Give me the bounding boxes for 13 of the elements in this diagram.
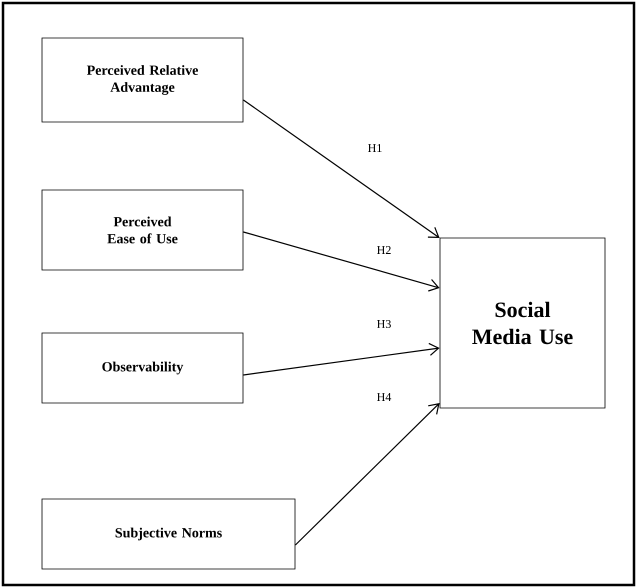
arrow xyxy=(294,403,440,546)
concept-box: Perceived Ease of Use xyxy=(42,190,244,270)
arrow xyxy=(243,342,440,376)
concept-box: Social Media Use xyxy=(440,238,606,408)
arrow xyxy=(243,231,440,292)
arrow xyxy=(243,100,440,238)
edge-label: H1 xyxy=(368,144,382,152)
edge-label: H3 xyxy=(377,320,391,328)
edge-label: H4 xyxy=(377,393,392,401)
edge-label: H2 xyxy=(377,246,391,254)
concept-box: Perceived Relative Advantage xyxy=(42,38,244,122)
concept-box: Observability xyxy=(42,332,244,404)
concept-box: Subjective Norms xyxy=(42,498,296,570)
